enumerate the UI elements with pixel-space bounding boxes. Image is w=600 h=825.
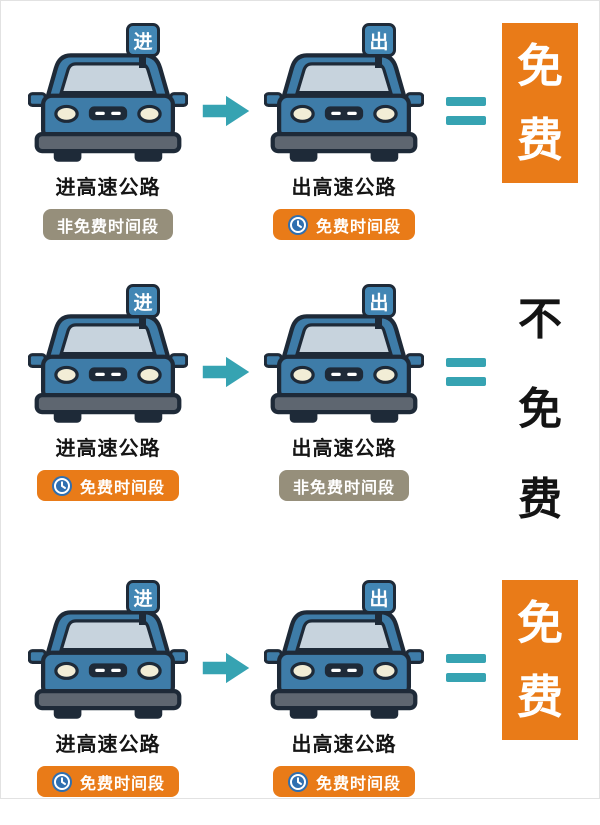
result-column: 免费 (498, 23, 582, 183)
car-front-icon (264, 49, 424, 166)
enter-label: 进高速公路 (55, 734, 161, 756)
badge-text: 免费时间段 (315, 775, 401, 793)
car-illustration: 出 (264, 284, 424, 427)
equals-icon (438, 97, 494, 125)
enter-car-group: 进 进高速公路 非免费时间段 (18, 23, 198, 240)
enter-time-badge: 免费时间段 (36, 470, 179, 501)
exit-time-badge: 免费时间段 (272, 209, 415, 240)
badge-text: 非免费时间段 (56, 218, 159, 236)
car-illustration: 进 (28, 580, 188, 723)
enter-time-badge: 免费时间段 (36, 766, 179, 797)
enter-label: 进高速公路 (55, 177, 161, 199)
enter-sign-board: 进 (126, 23, 160, 68)
car-front-icon (28, 49, 188, 166)
enter-sign-text: 进 (133, 31, 153, 53)
car-front-icon (28, 310, 188, 427)
exit-time-badge: 非免费时间段 (278, 470, 409, 501)
result-block: 不免费 (502, 284, 578, 536)
exit-car-group: 出 出高速公路 非免费时间段 (254, 284, 434, 501)
right-arrow-icon (198, 354, 254, 390)
badge-text: 免费时间段 (315, 218, 401, 236)
clock-icon (51, 771, 73, 793)
enter-sign-board: 进 (126, 580, 160, 625)
car-illustration: 出 (264, 580, 424, 723)
car-front-icon (264, 310, 424, 427)
result-text: 不免费 (518, 295, 562, 524)
right-arrow-icon (198, 650, 254, 686)
exit-sign-text: 出 (369, 588, 389, 610)
exit-sign-text: 出 (369, 31, 389, 53)
enter-sign-text: 进 (133, 588, 153, 610)
badge-text: 非免费时间段 (292, 479, 395, 497)
enter-car-group: 进 进高速公路 免费时间段 (18, 284, 198, 501)
enter-time-badge: 非免费时间段 (42, 209, 173, 240)
badge-text: 免费时间段 (79, 775, 165, 793)
scenario-row-3: 进 进高速公路 免费时间段 出 出高速公路 免费时间段 (1, 564, 599, 825)
exit-time-badge: 免费时间段 (272, 766, 415, 797)
car-illustration: 进 (28, 284, 188, 427)
exit-sign-board: 出 (362, 23, 396, 68)
exit-label: 出高速公路 (291, 734, 397, 756)
car-illustration: 进 (28, 23, 188, 166)
badge-text: 免费时间段 (79, 479, 165, 497)
result-text: 免费 (517, 40, 563, 166)
clock-icon (51, 475, 73, 497)
exit-car-group: 出 出高速公路 免费时间段 (254, 580, 434, 797)
exit-sign-board: 出 (362, 284, 396, 329)
enter-sign-board: 进 (126, 284, 160, 329)
enter-label: 进高速公路 (55, 438, 161, 460)
right-arrow-icon (198, 93, 254, 129)
exit-car-group: 出 出高速公路 免费时间段 (254, 23, 434, 240)
exit-label: 出高速公路 (291, 438, 397, 460)
clock-icon (287, 771, 309, 793)
result-column: 免费 (498, 580, 582, 740)
clock-icon (287, 214, 309, 236)
enter-car-group: 进 进高速公路 免费时间段 (18, 580, 198, 797)
scenario-row-1: 进 进高速公路 非免费时间段 出 出高速公路 免费时间段 (1, 7, 599, 268)
toll-free-infographic: 进 进高速公路 非免费时间段 出 出高速公路 免费时间段 (1, 1, 599, 798)
scenario-row-2: 进 进高速公路 免费时间段 出 出高速公路 非免费时间段 (1, 268, 599, 564)
enter-sign-text: 进 (133, 292, 153, 314)
car-front-icon (28, 606, 188, 723)
result-text: 免费 (517, 597, 563, 723)
exit-label: 出高速公路 (291, 177, 397, 199)
result-column: 不免费 (498, 284, 582, 536)
exit-sign-text: 出 (369, 292, 389, 314)
equals-icon (438, 654, 494, 682)
result-block: 免费 (502, 580, 578, 740)
equals-icon (438, 358, 494, 386)
result-block: 免费 (502, 23, 578, 183)
car-front-icon (264, 606, 424, 723)
car-illustration: 出 (264, 23, 424, 166)
exit-sign-board: 出 (362, 580, 396, 625)
